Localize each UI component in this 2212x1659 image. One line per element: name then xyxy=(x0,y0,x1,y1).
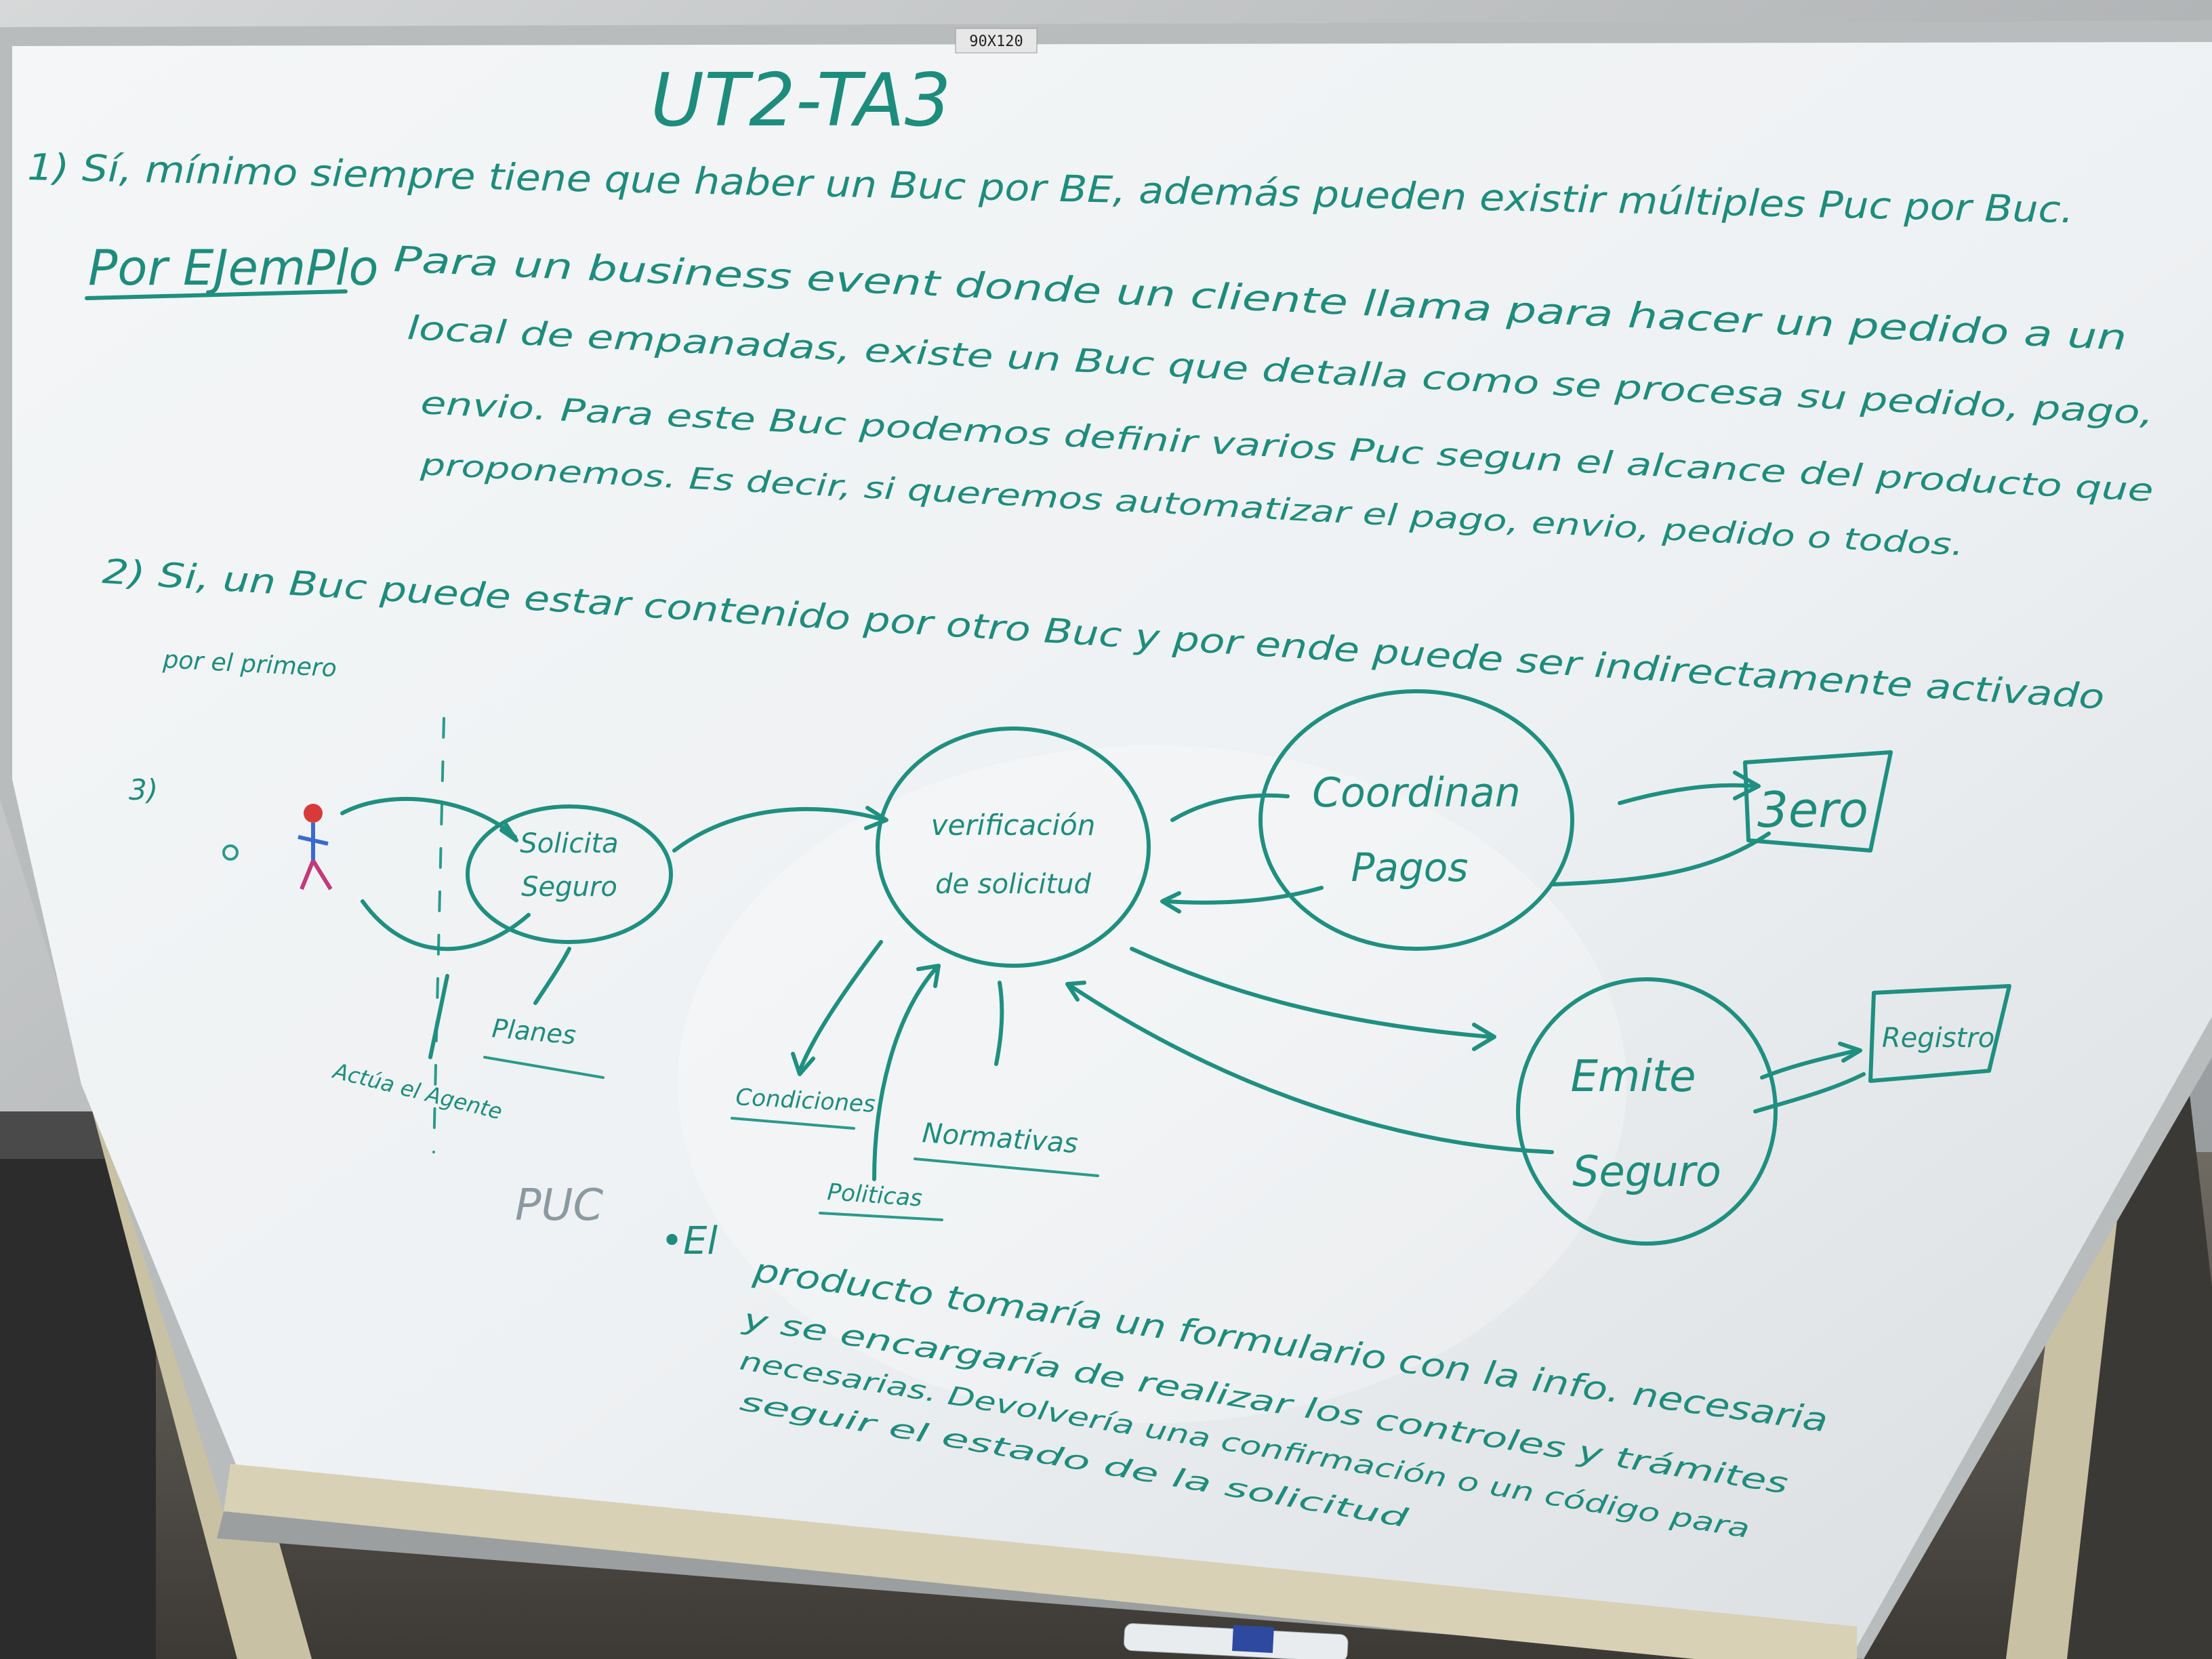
label-politicas: Politicas xyxy=(826,1179,923,1212)
size-tag: 90X120 xyxy=(969,33,1023,50)
box-tercero xyxy=(1743,750,1893,853)
node-verificacion-line1: verificación xyxy=(931,808,1096,842)
node-emite-line2: Seguro xyxy=(1572,1147,1721,1196)
label-condiciones: Condiciones xyxy=(735,1084,876,1118)
node-emite-seguro xyxy=(1516,977,1778,1246)
answer-2: 2) Si, un Buc puede estar contenido por … xyxy=(101,552,2106,717)
ejemplo-label: Por EJemPlo xyxy=(88,239,379,296)
node-coordinan-pagos xyxy=(1258,689,1574,951)
node-solicita-line1: Solicita xyxy=(520,828,618,859)
label-normativas: Normativas xyxy=(921,1118,1079,1160)
label-actor: Actúa el Agente xyxy=(329,1057,505,1124)
node-emite-line1: Emite xyxy=(1570,1052,1696,1102)
box-tercero-label: 3ero xyxy=(1757,781,1868,838)
label-planes: Planes xyxy=(491,1013,577,1050)
node-coordinan-line1: Coordinan xyxy=(1312,769,1521,817)
answer-3-number: 3) xyxy=(129,773,158,806)
actor-figure xyxy=(222,804,333,890)
node-solicita-line2: Seguro xyxy=(521,872,617,903)
node-coordinan-line2: Pagos xyxy=(1351,844,1468,890)
node-solicita-seguro xyxy=(466,804,673,944)
box-registro xyxy=(1868,984,2011,1083)
box-registro-label: Registro xyxy=(1882,1023,1994,1054)
node-verificacion-line2: de solicitud xyxy=(935,869,1091,900)
bullet-lead: •El xyxy=(661,1219,718,1263)
answer-1: 1) Sí, mínimo siempre tiene que haber un… xyxy=(27,146,2074,231)
label-puc: PUC xyxy=(515,1181,603,1231)
board-title: UT2-TA3 xyxy=(651,58,951,143)
answer-2-continued: por el primero xyxy=(162,646,337,682)
node-verificacion xyxy=(876,726,1151,968)
